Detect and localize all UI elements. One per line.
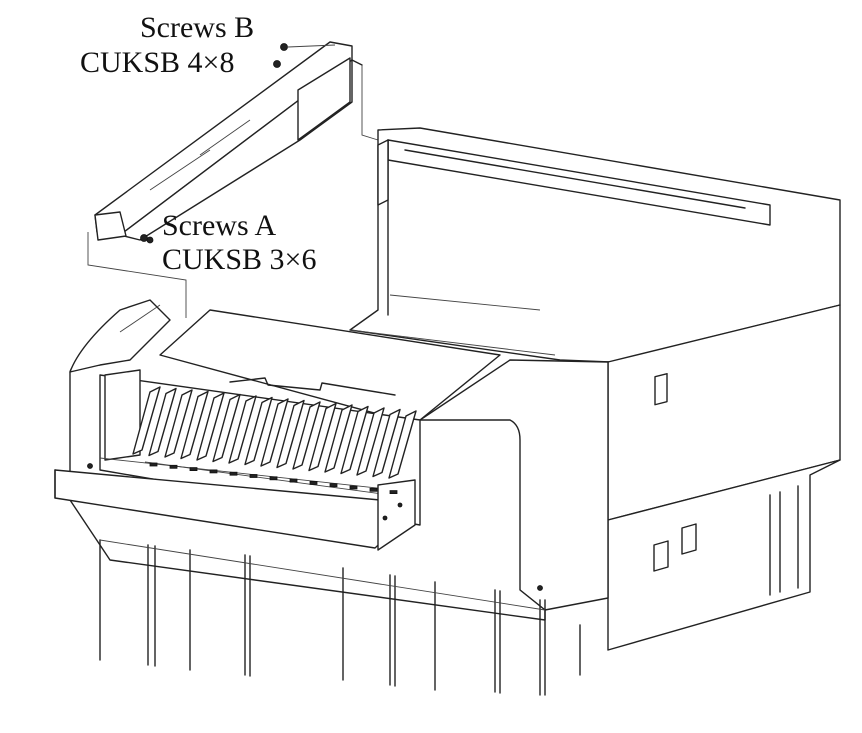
rail-hole bbox=[229, 471, 238, 476]
screws-a-spec: CUKSB 3×6 bbox=[162, 243, 317, 276]
screw-icon bbox=[280, 43, 288, 51]
base bbox=[99, 539, 546, 696]
fin bbox=[244, 396, 273, 466]
fin bbox=[180, 390, 209, 460]
rail-hole bbox=[169, 464, 178, 469]
fin-bay bbox=[99, 369, 421, 526]
screws-b-title: Screws B bbox=[140, 11, 255, 44]
fin bbox=[228, 395, 257, 464]
upper-bracket bbox=[94, 41, 363, 241]
rail-hole bbox=[389, 490, 398, 495]
fin bbox=[292, 401, 321, 470]
rail-hole bbox=[209, 469, 218, 474]
screw-icon bbox=[146, 236, 154, 244]
screw-icon bbox=[273, 60, 281, 68]
fin bbox=[308, 402, 337, 472]
rail-hole bbox=[349, 485, 358, 490]
fin bbox=[340, 405, 369, 475]
rail-hole bbox=[149, 462, 158, 467]
rail-hole bbox=[189, 467, 198, 472]
screws-b bbox=[273, 43, 336, 68]
fin bbox=[260, 398, 289, 467]
fin bbox=[356, 407, 385, 476]
fin bbox=[132, 386, 161, 455]
screw-icon bbox=[140, 234, 148, 242]
screws-a bbox=[140, 234, 154, 244]
rail-hole bbox=[249, 474, 258, 478]
guide-lines bbox=[87, 65, 379, 318]
rail-hole bbox=[329, 483, 338, 488]
front-rail bbox=[54, 457, 543, 591]
fin bbox=[148, 387, 177, 457]
rail-hole bbox=[309, 480, 318, 485]
fin bbox=[212, 393, 241, 463]
fin bbox=[276, 399, 305, 469]
rail-hole bbox=[369, 487, 378, 492]
right-cabinet bbox=[579, 304, 841, 676]
fin bbox=[164, 389, 193, 458]
fin bbox=[372, 408, 401, 478]
top-lid bbox=[159, 309, 501, 421]
fin bbox=[324, 404, 353, 473]
screws-a-title: Screws A bbox=[162, 209, 277, 242]
screws-b-spec: CUKSB 4×8 bbox=[80, 46, 235, 79]
fin bbox=[196, 392, 225, 461]
rail-hole bbox=[289, 478, 298, 483]
rail-hole bbox=[269, 476, 278, 481]
fin bbox=[388, 410, 417, 479]
